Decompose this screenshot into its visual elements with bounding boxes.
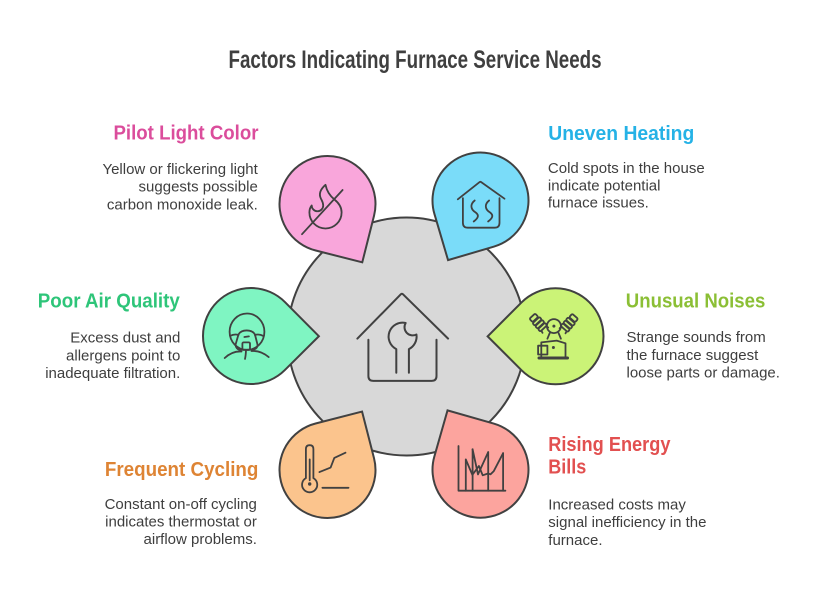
svg-text:furnace.: furnace.: [548, 532, 602, 549]
svg-text:Poor Air Quality: Poor Air Quality: [38, 291, 181, 313]
svg-text:Constant on-off cycling: Constant on-off cycling: [105, 496, 257, 513]
svg-text:Excess dust and: Excess dust and: [70, 330, 180, 347]
svg-text:Strange sounds from: Strange sounds from: [627, 329, 766, 346]
svg-text:Unusual Noises: Unusual Noises: [626, 290, 766, 312]
svg-text:loose parts or damage.: loose parts or damage.: [627, 365, 780, 382]
svg-text:airflow problems.: airflow problems.: [144, 531, 257, 548]
svg-text:signal inefficiency in the: signal inefficiency in the: [548, 514, 706, 531]
svg-text:Increased costs may: Increased costs may: [548, 497, 686, 514]
svg-text:Yellow or flickering light: Yellow or flickering light: [102, 161, 258, 178]
svg-text:carbon monoxide leak.: carbon monoxide leak.: [107, 196, 258, 213]
svg-text:the furnace suggest: the furnace suggest: [627, 347, 760, 364]
svg-text:indicate potential: indicate potential: [548, 177, 661, 194]
svg-text:Cold spots in the house: Cold spots in the house: [548, 160, 705, 177]
svg-text:furnace issues.: furnace issues.: [548, 195, 649, 212]
svg-text:indicates thermostat or: indicates thermostat or: [105, 514, 257, 531]
svg-text:suggests possible: suggests possible: [139, 179, 258, 196]
svg-text:Bills: Bills: [548, 456, 586, 478]
svg-text:Factors Indicating Furnace Ser: Factors Indicating Furnace Service Needs: [229, 46, 602, 74]
svg-text:allergens point to: allergens point to: [66, 347, 180, 364]
svg-text:Uneven Heating: Uneven Heating: [548, 123, 694, 145]
svg-text:inadequate filtration.: inadequate filtration.: [45, 365, 180, 382]
svg-text:Pilot Light Color: Pilot Light Color: [114, 123, 259, 145]
svg-text:Frequent Cycling: Frequent Cycling: [105, 459, 259, 481]
svg-text:Rising Energy: Rising Energy: [548, 434, 671, 456]
